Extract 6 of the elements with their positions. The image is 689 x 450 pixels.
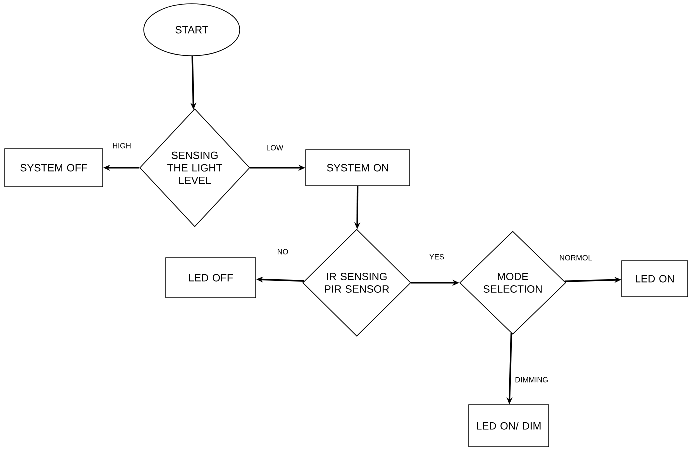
process-box: SYSTEM OFF (4, 148, 104, 188)
process-box: LED ON (622, 260, 688, 298)
process-box: LED OFF (166, 258, 256, 298)
process-box: LED ON/ DIM (468, 404, 550, 448)
process-box: SYSTEM ON (306, 150, 410, 186)
start-oval: START (144, 4, 240, 56)
